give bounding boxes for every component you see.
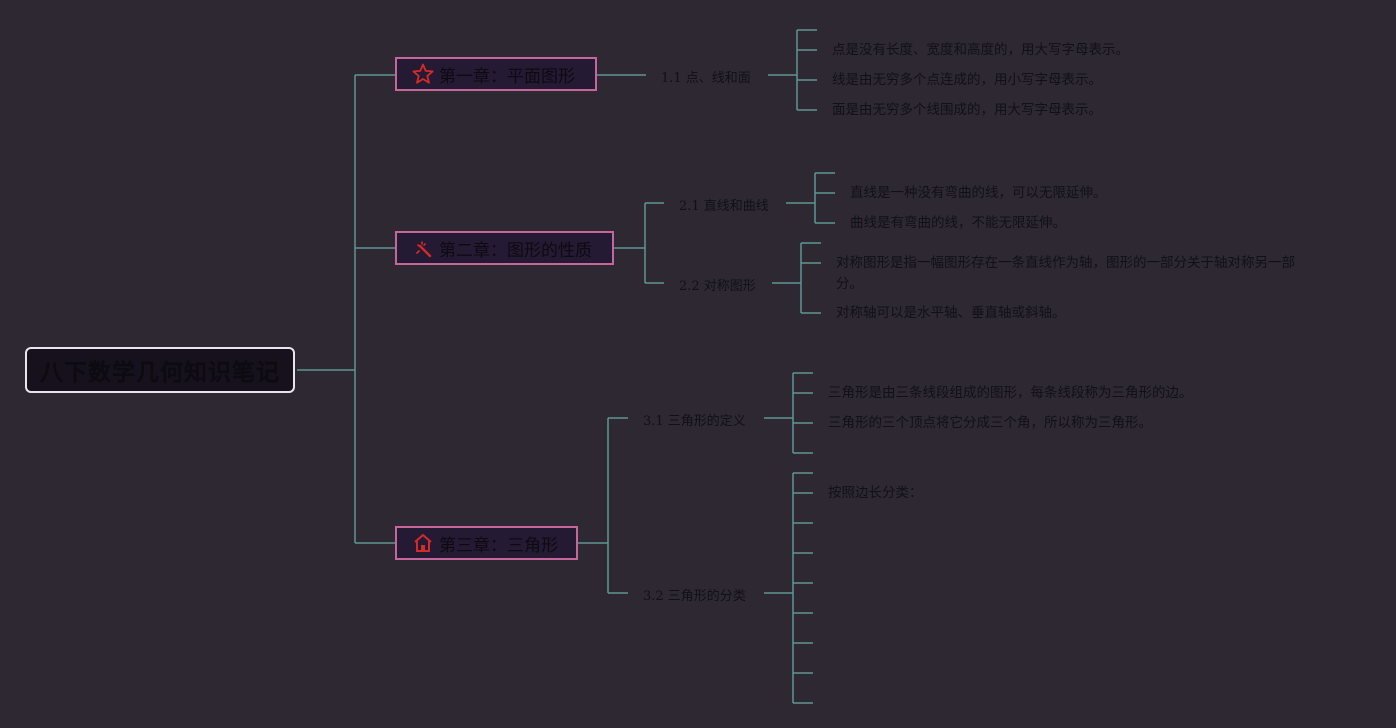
section-3-1[interactable]: 3.1 三角形的定义: [643, 414, 746, 429]
chapter-2-topic[interactable]: 第二章：图形的性质: [395, 231, 614, 265]
point-3-2-1[interactable]: 按照边长分类：: [828, 485, 923, 501]
point-2-1-1[interactable]: 直线是一种没有弯曲的线，可以无限延伸。: [850, 185, 1107, 201]
point-3-1-1[interactable]: 三角形是由三条线段组成的图形，每条线段称为三角形的边。: [828, 385, 1193, 401]
point-2-1-2[interactable]: 曲线是有弯曲的线，不能无限延伸。: [850, 215, 1066, 231]
chapter-1-title: 第一章：平面图形: [439, 66, 575, 87]
section-2-2[interactable]: 2.2 对称图形: [679, 279, 756, 294]
chapter-1-topic[interactable]: 第一章：平面图形: [395, 57, 597, 91]
chapter-2-title: 第二章：图形的性质: [439, 240, 592, 261]
star-icon: [411, 62, 435, 86]
chapter-3-topic[interactable]: 第三章：三角形: [395, 526, 578, 560]
chapter-3-title: 第三章：三角形: [439, 535, 558, 556]
point-1-1-2[interactable]: 线是由无穷多个点连成的，用小写字母表示。: [832, 72, 1102, 88]
magic-wand-icon: [411, 236, 435, 260]
section-2-1[interactable]: 2.1 直线和曲线: [679, 199, 769, 214]
point-1-1-3[interactable]: 面是由无穷多个线围成的，用大写字母表示。: [832, 102, 1102, 118]
point-1-1-1[interactable]: 点是没有长度、宽度和高度的，用大写字母表示。: [832, 42, 1129, 58]
root-title: 八下数学几何知识笔记: [40, 360, 280, 386]
root-topic[interactable]: 八下数学几何知识笔记: [25, 347, 295, 393]
section-3-2[interactable]: 3.2 三角形的分类: [643, 589, 746, 604]
home-icon: [411, 531, 435, 555]
point-2-2-2[interactable]: 对称轴可以是水平轴、垂直轴或斜轴。: [836, 305, 1066, 321]
section-1-1[interactable]: 1.1 点、线和面: [661, 71, 751, 86]
point-2-2-1[interactable]: 对称图形是指一幅图形存在一条直线作为轴，图形的一部分关于轴对称另一部分。: [836, 255, 1295, 292]
point-3-1-2[interactable]: 三角形的三个顶点将它分成三个角，所以称为三角形。: [828, 415, 1152, 431]
